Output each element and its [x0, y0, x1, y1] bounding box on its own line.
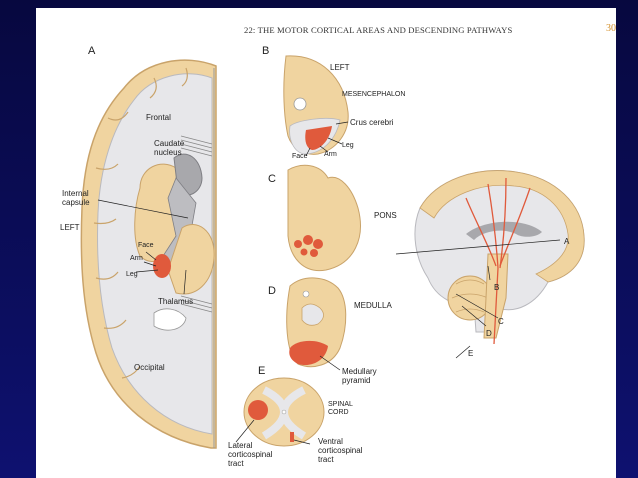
- pons-tract-bundles: [294, 235, 323, 257]
- textbook-page: 22: THE MOTOR CORTICAL AREAS AND DESCEND…: [36, 8, 616, 478]
- page-header: 22: THE MOTOR CORTICAL AREAS AND DESCEND…: [244, 25, 513, 35]
- pons-label: PONS: [374, 211, 397, 220]
- spinal-label-2: CORD: [328, 409, 349, 416]
- central-canal-d: [302, 290, 310, 298]
- spinal-label-1: SPINAL: [328, 401, 353, 408]
- internal-capsule-label-2: capsule: [62, 198, 90, 207]
- internal-capsule-label-1: Internal: [62, 189, 89, 198]
- panel-e: E SPINAL CORD Lateral corticospinal trac…: [228, 365, 363, 468]
- medulla-label: MEDULLA: [354, 301, 392, 310]
- lateral-ventricle: [153, 308, 187, 331]
- ventral-corticospinal-tract-red: [290, 432, 294, 442]
- corticospinal-fibers-capsule: [153, 254, 171, 278]
- lateral-corticospinal-tract-red: [248, 400, 268, 420]
- panel-a: A Frontal Caudate nucleus Internal capsu…: [60, 45, 217, 449]
- motor-pathway-figure: A Frontal Caudate nucleus Internal capsu…: [60, 45, 585, 468]
- lateral-cst-label-1: Lateral: [228, 441, 253, 450]
- cerebral-cortex-band: [419, 170, 585, 283]
- panel-d: D MEDULLA Medullary pyramid: [268, 277, 392, 385]
- panel-a-letter: A: [88, 45, 96, 57]
- sagittal-brain: A B C D E: [395, 170, 585, 359]
- medullary-pyramid-red: [289, 340, 328, 366]
- leg-label-b: Leg: [342, 142, 354, 149]
- occipital-label: Occipital: [134, 363, 165, 372]
- aqueduct: [293, 97, 307, 111]
- olive: [301, 303, 324, 326]
- plane-a-label: A: [564, 237, 570, 246]
- plane-d-label: D: [486, 329, 492, 338]
- leg-label-a: Leg: [126, 271, 138, 278]
- crus-tract-red: [305, 126, 332, 150]
- thalamus-label: Thalamus: [158, 297, 193, 306]
- plane-b-label: B: [494, 283, 499, 292]
- panel-d-letter: D: [268, 285, 276, 297]
- face-label-b: Face: [292, 153, 308, 160]
- caudate-label-2: nucleus: [154, 148, 182, 157]
- medullary-pyramid-label-1: Medullary: [342, 367, 377, 376]
- arm-label-b: Arm: [324, 151, 337, 158]
- caudate-label-1: Caudate: [154, 139, 185, 148]
- page-number: 30: [606, 23, 616, 34]
- panel-b: B LEFT MESENCEPHALON Crus cerebri Leg Ar…: [262, 45, 405, 160]
- medullary-pyramid-label-2: pyramid: [342, 376, 370, 385]
- ventral-cst-label-1: Ventral: [318, 437, 343, 446]
- panel-e-letter: E: [258, 365, 265, 377]
- face-label-a: Face: [138, 242, 154, 249]
- panel-c: C PONS: [268, 164, 397, 272]
- crus-cerebri-label: Crus cerebri: [350, 118, 394, 127]
- plane-c-label: C: [498, 317, 504, 326]
- mesencephalon-label: MESENCEPHALON: [342, 91, 405, 98]
- plane-e-label: E: [468, 349, 473, 358]
- left-label-a: LEFT: [60, 223, 80, 232]
- thalamus: [167, 224, 215, 295]
- corpus-callosum: [466, 221, 542, 240]
- caudate-fibers: [180, 135, 213, 313]
- lateral-cst-label-3: tract: [228, 459, 244, 468]
- pons-section: [287, 164, 361, 272]
- left-label-b: LEFT: [330, 63, 350, 72]
- ventral-cst-label-2: corticospinal: [318, 446, 363, 455]
- frontal-label: Frontal: [146, 113, 171, 122]
- ventral-cst-label-3: tract: [318, 455, 334, 464]
- arm-label-a: Arm: [130, 255, 143, 262]
- panel-b-letter: B: [262, 45, 269, 57]
- corticospinal-tract-lines: [465, 177, 531, 345]
- panel-c-letter: C: [268, 173, 276, 185]
- lateral-cst-label-2: corticospinal: [228, 450, 273, 459]
- gyri-lines: [93, 67, 188, 379]
